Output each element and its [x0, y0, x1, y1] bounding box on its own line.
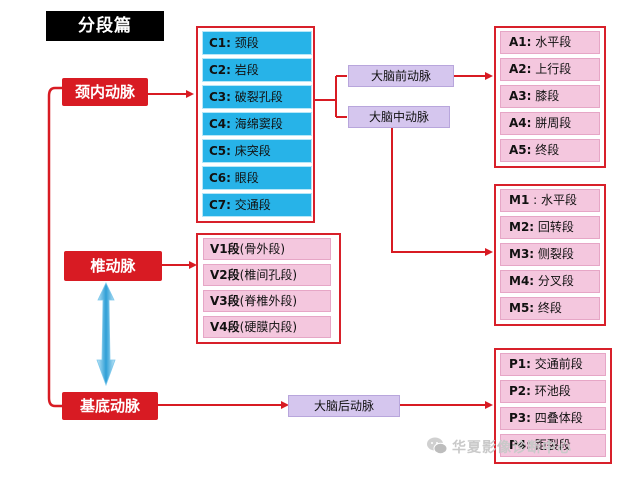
pca-segment-p4: P4: 距裂段	[500, 434, 606, 457]
aca-segment-a2: A2: 上行段	[500, 58, 600, 81]
aca-segments-panel: A1: 水平段 A2: 上行段 A3: 膝段 A4: 胼周段 A5: 终段	[494, 26, 606, 168]
mca-segment-m4: M4: 分叉段	[500, 270, 600, 293]
va-segment-v2: V2段(椎间孔段)	[203, 264, 331, 286]
va-label: 椎动脉	[64, 251, 162, 281]
watermark-text: 华夏影像诊断中心	[452, 440, 572, 456]
va-segment-v3: V3段(脊椎外段)	[203, 290, 331, 312]
va-segment-v1: V1段(骨外段)	[203, 238, 331, 260]
ica-segments-panel: C1: 颈段 C2: 岩段 C3: 破裂孔段 C4: 海绵窦段 C5: 床突段 …	[196, 26, 315, 223]
aca-segment-a4: A4: 胼周段	[500, 112, 600, 135]
mca-label: 大脑中动脉	[348, 106, 450, 128]
ica-segment-c1: C1: 颈段	[202, 31, 312, 55]
aca-segment-a1: A1: 水平段	[500, 31, 600, 54]
ica-segment-c4: C4: 海绵窦段	[202, 112, 312, 136]
vertebral-to-basilar-arrow	[96, 282, 116, 387]
ica-segment-c5: C5: 床突段	[202, 139, 312, 163]
left-bracket	[47, 86, 62, 408]
pca-label: 大脑后动脉	[288, 395, 400, 417]
aca-label: 大脑前动脉	[348, 65, 454, 87]
ica-segment-c6: C6: 眼段	[202, 166, 312, 190]
mca-segment-m1: M1 : 水平段	[500, 189, 600, 212]
pca-segments-panel: P1: 交通前段 P2: 环池段 P3: 四叠体段 P4: 距裂段	[494, 348, 612, 464]
mca-segment-m3: M3: 侧裂段	[500, 243, 600, 266]
ica-label: 颈内动脉	[62, 78, 148, 106]
pca-segment-p2: P2: 环池段	[500, 380, 606, 403]
ica-segment-c3: C3: 破裂孔段	[202, 85, 312, 109]
page-title: 分段篇	[46, 11, 164, 41]
ica-segment-c2: C2: 岩段	[202, 58, 312, 82]
pca-segment-p3: P3: 四叠体段	[500, 407, 606, 430]
mca-segment-m5: M5: 终段	[500, 297, 600, 320]
pca-segment-p1: P1: 交通前段	[500, 353, 606, 376]
ica-segment-c7: C7: 交通段	[202, 193, 312, 217]
wechat-icon	[426, 436, 448, 456]
mca-segment-m2: M2: 回转段	[500, 216, 600, 239]
va-segment-v4: V4段(硬膜内段)	[203, 316, 331, 338]
aca-segment-a3: A3: 膝段	[500, 85, 600, 108]
ba-label: 基底动脉	[62, 392, 158, 420]
aca-segment-a5: A5: 终段	[500, 139, 600, 162]
mca-segments-panel: M1 : 水平段 M2: 回转段 M3: 侧裂段 M4: 分叉段 M5: 终段	[494, 184, 606, 326]
mca-arrow	[391, 128, 493, 256]
va-segments-panel: V1段(骨外段) V2段(椎间孔段) V3段(脊椎外段) V4段(硬膜内段)	[196, 233, 341, 344]
